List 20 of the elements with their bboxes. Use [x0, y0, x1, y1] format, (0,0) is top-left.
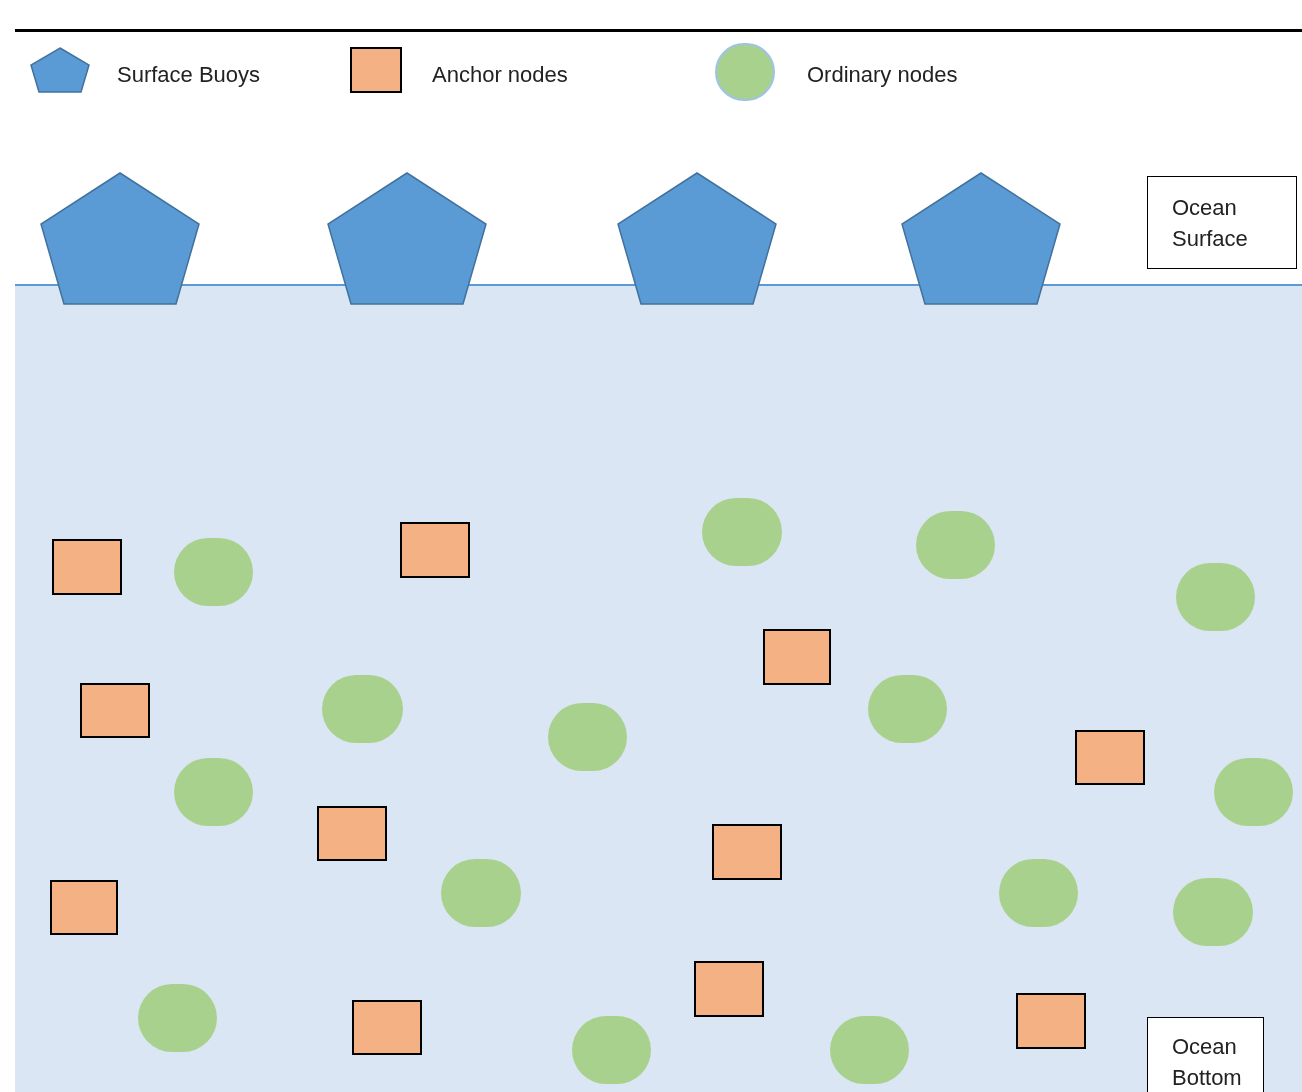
legend-label: Surface Buoys	[117, 61, 261, 89]
legend-label: Anchor nodes	[432, 61, 568, 89]
anchor-node-square	[1016, 993, 1086, 1049]
buoy-pentagon	[327, 172, 487, 305]
anchor-node-square	[80, 683, 150, 738]
legend-label: Ordinary nodes	[807, 61, 958, 89]
label-box: Ocean Bottom	[1147, 1017, 1264, 1092]
anchor-node-square	[694, 961, 764, 1017]
label-box: Ocean Surface	[1147, 176, 1297, 269]
buoy-pentagon	[901, 172, 1061, 305]
anchor-node-square	[1075, 730, 1145, 785]
anchor-node-square	[52, 539, 122, 595]
anchor-node-square	[317, 806, 387, 861]
anchor-node-square	[400, 522, 470, 578]
anchor-node-square	[712, 824, 782, 880]
buoy-pentagon	[617, 172, 777, 305]
anchor-node-square	[763, 629, 831, 685]
anchor-node-square	[50, 880, 118, 935]
anchor-node-square	[352, 1000, 422, 1055]
buoy-pentagon	[40, 172, 200, 305]
